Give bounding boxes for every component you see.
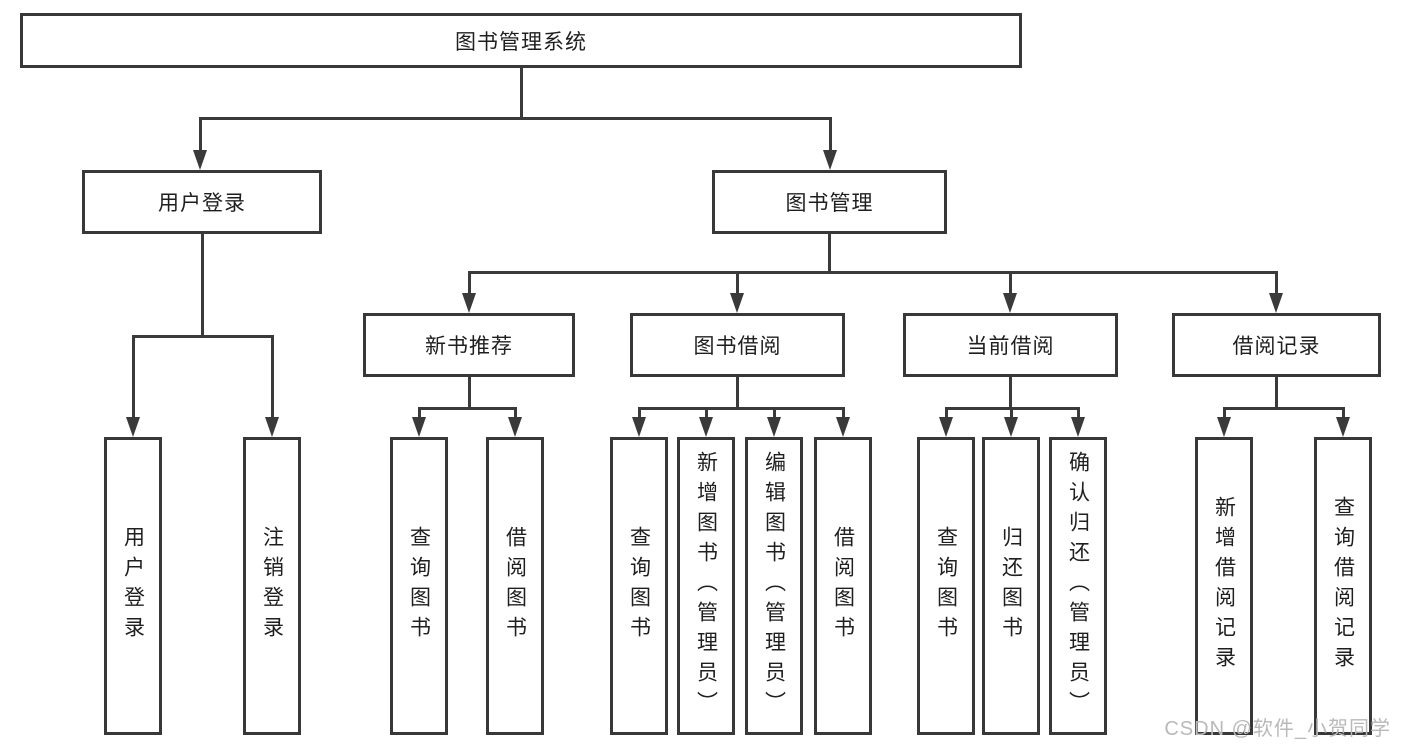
leaf-add-borrow-record: 新增借阅记录	[1195, 437, 1253, 735]
arrowhead-down-icon	[939, 417, 953, 437]
leaf-label: 查询图书	[934, 526, 958, 646]
node-library-management-system: 图书管理系统	[20, 13, 1022, 68]
connector-bookmgmt-bar	[468, 271, 1278, 274]
connector-drop-user-login	[199, 117, 202, 150]
connector-drop	[1223, 407, 1226, 417]
leaf-add-book-admin: 新增图书（管理员）	[677, 437, 735, 735]
arrowhead-down-icon	[1003, 293, 1017, 313]
csdn-watermark: CSDN @软件_小贺同学	[1164, 718, 1391, 740]
node-label: 借阅记录	[1232, 335, 1321, 358]
connector-drop	[1010, 407, 1013, 417]
connector-drop-borrow-records	[1275, 271, 1278, 293]
node-book-borrowing: 图书借阅	[630, 313, 845, 377]
arrowhead-down-icon	[1004, 417, 1018, 437]
leaf-user-login: 用户登录	[104, 437, 162, 735]
leaf-query-borrow-record: 查询借阅记录	[1314, 437, 1372, 735]
node-label: 用户登录	[158, 192, 246, 215]
connector-drop	[945, 407, 948, 417]
leaf-return-books: 归还图书	[982, 437, 1040, 735]
leaf-confirm-return-admin: 确认归还（管理员）	[1049, 437, 1107, 735]
leaf-label: 查询借阅记录	[1331, 496, 1355, 676]
arrowhead-down-icon	[1269, 293, 1283, 313]
node-book-management: 图书管理	[712, 170, 947, 234]
arrowhead-down-icon	[823, 150, 837, 170]
connector-newbook-bar	[418, 407, 517, 410]
leaf-logout: 注销登录	[243, 437, 301, 735]
connector-drop-current-borrow	[1009, 271, 1012, 293]
arrowhead-down-icon	[767, 417, 781, 437]
leaf-label: 用户登录	[121, 526, 145, 646]
connector-drop	[705, 407, 708, 417]
arrowhead-down-icon	[193, 150, 207, 170]
leaf-edit-book-admin: 编辑图书（管理员）	[745, 437, 803, 735]
arrowhead-down-icon	[632, 417, 646, 437]
node-user-login: 用户登录	[82, 170, 322, 234]
connector-userlogin-stem	[201, 234, 204, 335]
leaf-label: 借阅图书	[503, 526, 527, 646]
leaf-borrow-books: 借阅图书	[814, 437, 872, 735]
leaf-label: 新增图书（管理员）	[694, 451, 718, 721]
arrowhead-down-icon	[265, 417, 279, 437]
connector-userlogin-bar	[132, 335, 273, 338]
connector-drop-book-management	[829, 117, 832, 150]
leaf-label: 注销登录	[260, 526, 284, 646]
connector-records-bar	[1223, 407, 1345, 410]
arrowhead-down-icon	[126, 417, 140, 437]
connector-drop	[418, 407, 421, 417]
arrowhead-down-icon	[730, 293, 744, 313]
connector-drop	[1342, 407, 1345, 417]
node-label: 图书管理系统	[455, 30, 587, 54]
node-label: 当前借阅	[966, 335, 1055, 358]
leaf-label: 查询图书	[627, 526, 651, 646]
arrowhead-down-icon	[1217, 417, 1231, 437]
leaf-label: 确认归还（管理员）	[1066, 451, 1090, 721]
connector-drop	[1077, 407, 1080, 417]
connector-drop-leaf-logout	[271, 335, 274, 417]
leaf-label: 编辑图书（管理员）	[762, 451, 786, 721]
arrowhead-down-icon	[1336, 417, 1350, 437]
node-new-book-recommendation: 新书推荐	[363, 313, 575, 377]
connector-newbook-stem	[468, 377, 471, 407]
node-current-borrowing: 当前借阅	[903, 313, 1118, 377]
connector-currentborrow-stem	[1009, 377, 1012, 407]
connector-drop	[773, 407, 776, 417]
connector-root-stem	[520, 68, 523, 117]
arrowhead-down-icon	[836, 417, 850, 437]
leaf-label: 归还图书	[999, 526, 1023, 646]
connector-bookborrow-bar	[638, 407, 845, 410]
node-label: 图书借阅	[693, 335, 782, 358]
arrowhead-down-icon	[508, 417, 522, 437]
connector-drop-leaf-user-login	[132, 335, 135, 417]
arrowhead-down-icon	[699, 417, 713, 437]
node-label: 图书管理	[785, 192, 874, 215]
node-borrowing-records: 借阅记录	[1172, 313, 1381, 377]
arrowhead-down-icon	[1071, 417, 1085, 437]
connector-bookmgmt-stem	[828, 234, 831, 271]
leaf-label: 借阅图书	[831, 526, 855, 646]
connector-drop	[638, 407, 641, 417]
leaf-label: 新增借阅记录	[1212, 496, 1236, 676]
connector-drop	[514, 407, 517, 417]
connector-drop-book-borrow	[736, 271, 739, 293]
connector-root-bar	[199, 117, 832, 120]
leaf-query-books-borrow: 查询图书	[610, 437, 668, 735]
connector-drop	[842, 407, 845, 417]
arrowhead-down-icon	[412, 417, 426, 437]
arrowhead-down-icon	[462, 293, 476, 313]
leaf-label: 查询图书	[407, 526, 431, 646]
connector-drop-new-book	[468, 271, 471, 293]
leaf-borrow-books-recommend: 借阅图书	[486, 437, 544, 735]
connector-records-stem	[1275, 377, 1278, 407]
leaf-query-books-recommend: 查询图书	[390, 437, 448, 735]
node-label: 新书推荐	[425, 335, 513, 358]
connector-bookborrow-stem	[736, 377, 739, 407]
leaf-query-books-current: 查询图书	[917, 437, 975, 735]
